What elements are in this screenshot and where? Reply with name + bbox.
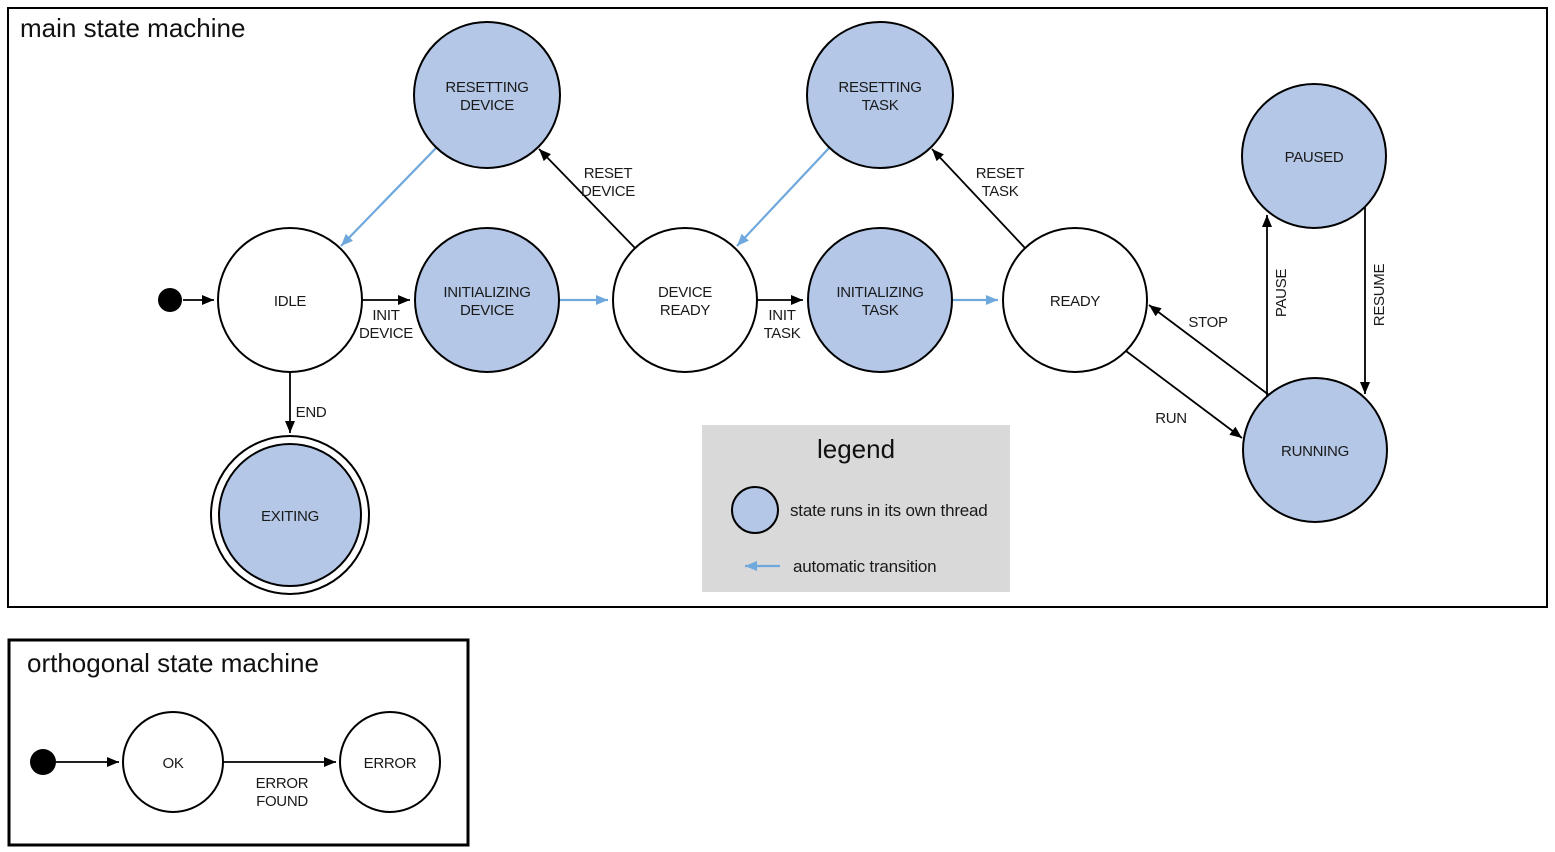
edge-reset-task: [931, 148, 1026, 249]
state-label-resetting-task: TASK: [862, 97, 899, 114]
main-state-machine: main state machine INIT DEVICE RESET DEV…: [7, 7, 1548, 608]
edge-label-init-device: INIT: [372, 307, 399, 324]
state-label-device-ready: READY: [660, 302, 710, 319]
state-label-ok: OK: [162, 755, 183, 772]
legend-threaded-state-swatch: [731, 486, 779, 534]
initial-state-dot: [30, 749, 56, 775]
orthogonal-state-machine: orthogonal state machine ERROR FOUND OK …: [7, 638, 470, 847]
state-device-ready: [612, 227, 758, 373]
state-resetting-device: [413, 21, 561, 169]
legend-thread-label: state runs in its own thread: [790, 501, 988, 520]
state-initializing-device: [414, 227, 560, 373]
edge-label-run: RUN: [1155, 410, 1187, 427]
edge-stop: [1148, 304, 1270, 396]
main-machine-title: main state machine: [20, 13, 245, 43]
orthogonal-machine-frame: [7, 638, 470, 847]
state-ok: [122, 711, 224, 813]
edge-run: [1125, 350, 1243, 439]
edge-label-pause: PAUSE: [1273, 269, 1290, 318]
edge-label-init-task: TASK: [764, 325, 801, 342]
edge-label-init-device: DEVICE: [359, 325, 413, 342]
edge-label-reset-device: RESET: [584, 165, 633, 182]
legend: legend state runs in its own thread auto…: [702, 425, 1010, 592]
edge-label-end: END: [296, 404, 327, 421]
state-label-resetting-device: RESETTING: [445, 79, 528, 96]
state-idle: [217, 227, 363, 373]
edge-label-error-found: FOUND: [256, 793, 308, 810]
state-label-resetting-device: DEVICE: [460, 97, 514, 114]
state-label-running: RUNNING: [1281, 443, 1349, 460]
state-paused: [1241, 83, 1387, 229]
edge-label-error-found: ERROR: [256, 775, 309, 792]
edge-reset-device: [538, 148, 636, 249]
edge-label-resume: RESUME: [1371, 264, 1388, 327]
edge-label-reset-task: TASK: [982, 183, 1019, 200]
orthogonal-machine-title: orthogonal state machine: [27, 648, 319, 678]
edge-label-reset-device: DEVICE: [581, 183, 635, 200]
state-label-resetting-task: RESETTING: [838, 79, 921, 96]
edge-label-stop: STOP: [1188, 314, 1228, 331]
state-label-paused: PAUSED: [1285, 149, 1344, 166]
state-label-initializing-device: DEVICE: [460, 302, 514, 319]
edge-auto-resetting-device-to-idle: [340, 146, 438, 247]
state-ready: [1002, 227, 1148, 373]
legend-title: legend: [817, 434, 895, 464]
state-label-error: ERROR: [364, 755, 417, 772]
state-initializing-task: [807, 227, 953, 373]
legend-auto-label: automatic transition: [793, 557, 936, 576]
state-label-exiting: EXITING: [261, 508, 319, 525]
state-label-initializing-device: INITIALIZING: [443, 284, 530, 301]
initial-state-dot: [158, 288, 182, 312]
state-label-idle: IDLE: [274, 293, 306, 310]
main-machine-frame: [7, 7, 1548, 608]
edge-label-init-task: INIT: [768, 307, 795, 324]
state-label-ready: READY: [1050, 293, 1100, 310]
edge-label-reset-task: RESET: [976, 165, 1025, 182]
state-resetting-task: [806, 21, 954, 169]
state-label-initializing-task: TASK: [862, 302, 899, 319]
state-running: [1242, 377, 1388, 523]
edge-auto-resetting-task-to-device-ready: [736, 146, 831, 247]
state-exiting: [218, 443, 362, 587]
state-error: [339, 711, 441, 813]
state-label-device-ready: DEVICE: [658, 284, 712, 301]
state-label-initializing-task: INITIALIZING: [836, 284, 923, 301]
